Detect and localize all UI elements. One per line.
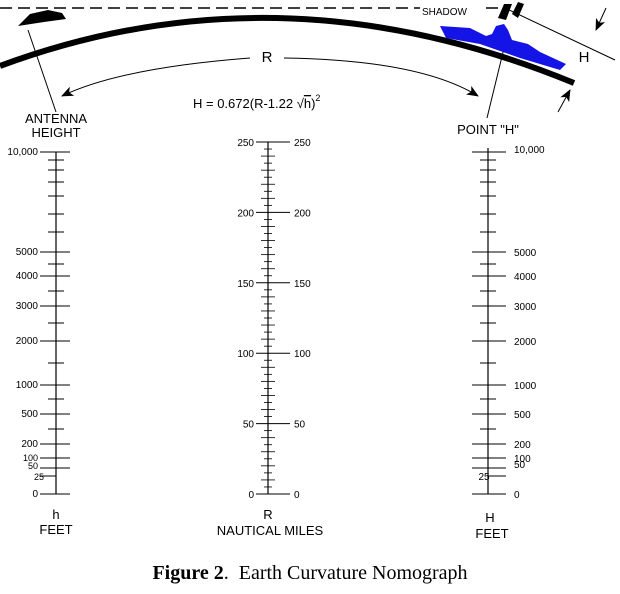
left-scale-tick-label: 3000 [16, 301, 39, 312]
left-scale-tick-label: 100 [23, 453, 38, 463]
right-scale-tick-label: 3000 [514, 302, 537, 313]
shadow-label: SHADOW [422, 7, 468, 18]
right-scale-symbol: H [485, 510, 494, 525]
right-scale-tick-label: 25 [478, 472, 490, 483]
formula-exponent: 2 [315, 93, 320, 103]
earth-surface-arc [0, 15, 576, 86]
height-label: H [579, 49, 590, 66]
left-scale-tick-label: 50 [28, 461, 38, 471]
right-scale-title: POINT "H" [457, 122, 519, 137]
formula-radicand: h [304, 96, 311, 111]
left-scale-tick-label: 2000 [16, 336, 39, 347]
point-h-leader-line [486, 39, 507, 119]
antenna-mound [18, 10, 66, 26]
left-scale-tick-label: 4000 [16, 271, 39, 282]
right-scale-tick-label: 2000 [514, 337, 537, 348]
left-scale-tick-label: 200 [21, 439, 38, 450]
left-scale-tick-label: 0 [32, 489, 38, 500]
range-label: R [262, 49, 273, 66]
right-scale-tick-label: 1000 [514, 381, 537, 392]
figure-caption-text: Earth Curvature Nomograph [238, 562, 468, 584]
right-scale-tick-label: 200 [514, 440, 531, 451]
left-scale-unit: FEET [39, 522, 72, 537]
left-scale-tick-label: 500 [21, 409, 38, 420]
height-arrow-bottom [557, 89, 571, 113]
line-of-sight-tail [504, 7, 616, 61]
middle-scale-symbol: R [263, 507, 272, 522]
middle-scale-tick-label-right: 0 [294, 490, 300, 501]
right-scale-tick-label: 500 [514, 410, 531, 421]
square-root-icon: √ [297, 96, 305, 111]
middle-scale-tick-label-left: 50 [243, 420, 255, 431]
ship-target [440, 24, 566, 70]
left-scale-symbol: h [52, 507, 59, 522]
left-scale-title-line1: ANTENNA [25, 111, 87, 126]
middle-scale-tick-label-left: 150 [237, 279, 254, 290]
right-scale-tick-label: 0 [514, 490, 520, 501]
middle-scale-tick-label-left: 0 [248, 490, 254, 501]
formula: H = 0.672(R-1.22 √h)2 [193, 93, 320, 111]
range-label-background [254, 48, 280, 66]
ship-mast-icon [498, 2, 524, 20]
shadow-label-background [420, 2, 480, 18]
figure-caption: Figure 2. Earth Curvature Nomograph [0, 562, 620, 585]
left-scale: ANTENNA HEIGHT 10,0005000400030002000100… [7, 111, 87, 537]
range-arrow [61, 57, 251, 97]
left-scale-tick-label: 1000 [16, 380, 39, 391]
antenna-leader-line [27, 29, 57, 113]
middle-scale-tick-label-left: 250 [237, 138, 254, 149]
middle-scale-tick-label-left: 100 [237, 349, 254, 360]
right-scale-tick-label: 10,000 [514, 145, 545, 156]
right-scale-unit: FEET [475, 526, 508, 541]
right-scale-tick-label: 5000 [514, 248, 537, 259]
middle-scale-unit: NAUTICAL MILES [217, 523, 324, 538]
middle-scale-tick-label-left: 200 [237, 208, 254, 219]
right-scale-tick-label: 4000 [514, 272, 537, 283]
middle-scale-ticks: 250 250 200 200 150 150 100 100 50 50 0 0 [237, 138, 311, 501]
right-scale-tick-label: 50 [514, 460, 526, 471]
middle-scale-tick-label-right: 100 [294, 349, 311, 360]
earth-curvature-geometry: SHADOW R H H = 0.672(R-1.22 √h)2 [0, 2, 616, 119]
middle-scale-tick-label-right: 50 [294, 420, 306, 431]
left-scale-tick-label: 5000 [16, 247, 39, 258]
middle-scale-tick-label-right: 250 [294, 138, 311, 149]
middle-scale-tick-label-right: 200 [294, 208, 311, 219]
left-scale-title-line2: HEIGHT [31, 125, 80, 140]
right-scale-tick-label: 100 [514, 454, 531, 465]
right-scale: POINT "H" 10,000500040003000200010005002… [457, 122, 545, 541]
left-scale-tick-label: 10,000 [7, 147, 38, 158]
middle-scale-tick-label-right: 150 [294, 279, 311, 290]
range-arrow [283, 57, 479, 97]
left-scale-tick-label: 25 [34, 472, 44, 482]
figure-caption-separator: . [223, 562, 239, 584]
figure-caption-label: Figure 2 [152, 562, 224, 584]
middle-scale: 250 250 200 200 150 150 100 100 50 50 0 0 R NAUTICA… [217, 138, 324, 538]
height-arrow-top [595, 7, 607, 31]
